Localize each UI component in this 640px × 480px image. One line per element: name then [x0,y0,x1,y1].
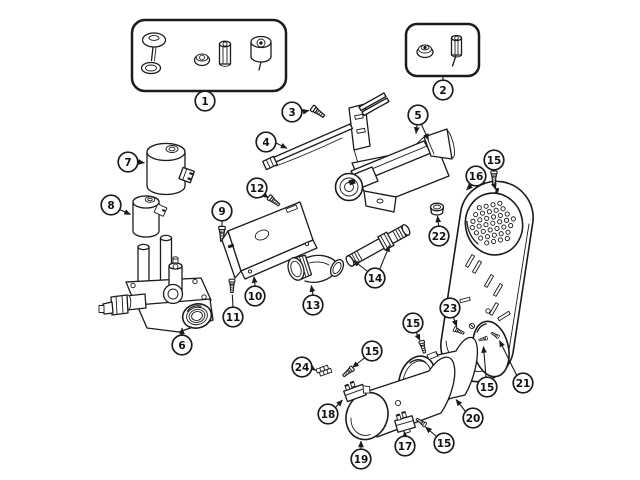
screw-icon [418,339,428,355]
callout-9: 9 [211,200,233,222]
panel-vent-slits [459,254,511,322]
screw-icon [228,278,236,294]
svg-text:18: 18 [321,409,336,421]
callout-15-top: 15 [483,149,505,171]
svg-text:15: 15 [365,346,380,358]
motor-housing-front [345,356,456,441]
callout-5: 5 [407,104,429,126]
kit-item-standoff [218,40,232,67]
hardware-kit-box-1 [130,18,288,93]
elbow-fitting [287,254,345,283]
svg-text:22: 22 [432,231,447,243]
callout-2: 2 [432,79,454,101]
mounting-bracket [221,201,318,280]
svg-text:13: 13 [306,300,321,312]
callout-13: 13 [302,294,324,316]
svg-text:15: 15 [437,438,452,450]
callout-1: 1 [194,90,216,112]
svg-text:9: 9 [218,206,225,218]
pipe-nipple [345,224,411,267]
callout-19: 19 [350,448,372,470]
callout-10: 10 [244,285,266,307]
callout-17: 17 [394,435,416,457]
svg-text:7: 7 [124,157,131,169]
kit-item-nut [193,53,211,67]
svg-text:12: 12 [250,183,265,195]
svg-text:8: 8 [107,200,114,212]
svg-text:15: 15 [480,382,495,394]
svg-text:3: 3 [288,107,295,119]
svg-text:4: 4 [262,137,269,149]
svg-text:16: 16 [469,171,484,183]
svg-text:14: 14 [368,273,383,285]
callout-4: 4 [255,131,277,153]
solenoid-coil-secondary [132,195,168,238]
callout-18: 18 [317,403,339,425]
clip [315,364,333,377]
svg-text:15: 15 [406,318,421,330]
gas-valve-assembly [98,234,214,333]
svg-text:21: 21 [516,378,531,390]
callout-8: 8 [100,194,122,216]
svg-text:5: 5 [414,110,421,122]
svg-text:2: 2 [439,85,446,97]
callout-16: 16 [465,165,487,187]
svg-text:10: 10 [248,291,263,303]
hardware-kit-box-2 [404,22,481,78]
callout-6: 6 [171,334,193,356]
burner-assembly [334,128,455,213]
callout-21: 21 [512,372,534,394]
callout-15-panel: 15 [476,376,498,398]
callout-3: 3 [281,101,303,123]
kit-item-standoff-pin [450,34,463,67]
callout-20: 20 [462,407,484,429]
kit-item-bolt-washer [140,32,167,75]
svg-text:15: 15 [487,155,502,167]
igniter [334,166,379,202]
panel-grille [464,192,524,256]
access-panel [440,180,534,383]
valve-outlet-nut [181,303,213,329]
svg-text:19: 19 [354,454,369,466]
svg-text:24: 24 [295,362,310,374]
svg-text:23: 23 [443,303,458,315]
kit-item-nut [416,44,434,59]
callout-15-motor: 15 [402,312,424,334]
valve-inlet-fitting [98,293,147,316]
switch-bracket [343,380,371,403]
callout-7: 7 [117,151,139,173]
svg-text:20: 20 [466,413,481,425]
callout-12: 12 [246,177,268,199]
callout-15-bracket: 15 [361,340,383,362]
svg-text:6: 6 [178,340,185,352]
kit-item-cap-pin [250,35,272,71]
screw-icon [266,193,282,208]
screw-icon [309,104,327,120]
callout-22: 22 [428,225,450,247]
leader-lines [119,75,518,449]
svg-text:11: 11 [226,312,241,324]
callout-11: 11 [222,306,244,328]
callout-24: 24 [291,356,313,378]
cap-fitting [429,202,445,216]
coil-terminal [153,203,168,217]
callout-15-switch: 15 [433,432,455,454]
solenoid-coil-primary [146,142,195,196]
svg-text:17: 17 [398,441,413,453]
coil-terminal [178,166,195,184]
callout-14: 14 [364,267,386,289]
callout-23: 23 [439,297,461,319]
igniter-bracket [262,92,390,171]
panel-screw-head [485,308,491,314]
svg-text:1: 1 [201,96,208,108]
